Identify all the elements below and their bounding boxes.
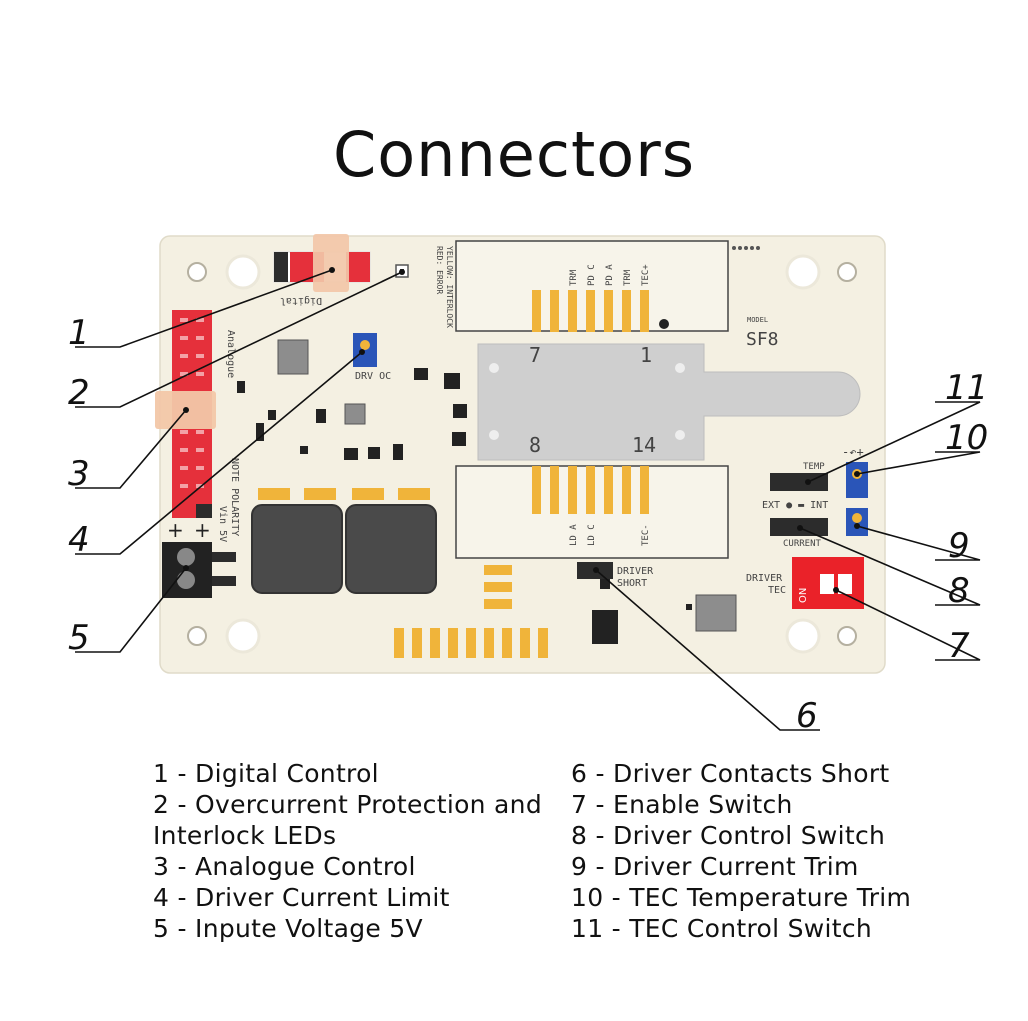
silk-driver-short-1: DRIVER [617, 566, 654, 577]
ic-chip [592, 610, 618, 644]
silk-plus-1: + [167, 518, 184, 542]
trim-pot-drv-oc [353, 333, 377, 367]
bottom-socket-pins [532, 466, 649, 514]
silk-pin-label: PD C [587, 264, 597, 286]
legend-item: 8 - Driver Control Switch [571, 821, 886, 850]
silk-driver-short-2: SHORT [617, 578, 647, 589]
silk-on: ON [798, 588, 809, 603]
silk-temp: TEMP [803, 462, 825, 472]
silk-pin-label: TEC+ [641, 264, 651, 286]
silk-pin-label: TEC- [641, 524, 651, 546]
top-socket-pins [532, 290, 649, 332]
legend-item: 9 - Driver Current Trim [571, 852, 859, 881]
legend-item: 2 - Overcurrent Protection and Interlock… [153, 790, 542, 850]
callout-lines [75, 269, 981, 731]
ic-chip [695, 594, 737, 632]
silk-driver-tec-2: TEC [768, 585, 786, 596]
silk-red: RED: ERROR [435, 246, 444, 294]
ic-chip [344, 403, 366, 425]
silk-pin-label: LD A [569, 524, 579, 546]
callout-1: 1 [68, 313, 90, 353]
silk-pin-label: PD A [605, 264, 615, 286]
silk-digital: Digital [280, 295, 322, 306]
legend-left: 1 - Digital Control 2 - Overcurrent Prot… [153, 758, 553, 944]
callout-10: 10 [945, 418, 988, 458]
callout-11: 11 [945, 368, 988, 408]
callout-2: 2 [68, 373, 90, 413]
silk-vin: Vin 5V [217, 506, 228, 542]
highlight-1 [313, 234, 349, 292]
callout-4: 4 [68, 520, 90, 560]
jumper-temp [770, 473, 828, 491]
silk-note: NOTE POLARITY [229, 458, 240, 536]
model-name: SF8 [746, 329, 779, 350]
page-title: Connectors [332, 118, 696, 191]
callout-8: 8 [948, 571, 970, 611]
silk-yellow: YELLOW: INTERLOCK [445, 246, 454, 328]
silk-ext-int: EXT ● ▬ INT [762, 500, 828, 511]
legend-item: 3 - Analogue Control [153, 852, 416, 881]
model-label: MODEL [747, 316, 768, 324]
inductor [251, 504, 343, 594]
silk-pin-label: TRM [569, 269, 579, 286]
silk-drv-oc: DRV OC [355, 371, 391, 382]
ic-chip [277, 339, 309, 375]
callout-5: 5 [68, 618, 90, 658]
silk-pin-label: LD C [587, 524, 597, 546]
trim-pot-temp [846, 462, 868, 498]
legend-item: 10 - TEC Temperature Trim [571, 883, 912, 912]
mounting-holes [187, 254, 857, 654]
legend-item: 5 - Inpute Voltage 5V [153, 914, 423, 943]
trim-pot-current [846, 508, 868, 536]
callout-9: 9 [948, 526, 970, 566]
top-socket [455, 240, 729, 332]
silk-pin-label: TRM [623, 269, 633, 286]
legend-item: 11 - TEC Control Switch [571, 914, 873, 943]
inductor [345, 504, 437, 594]
silk-trim-sym: -↶+ [842, 445, 864, 459]
silk-pin8: 8 [529, 433, 541, 457]
silk-pin7: 7 [529, 343, 541, 367]
callout-6: 6 [796, 696, 818, 736]
silk-plus-2: + [194, 518, 211, 542]
silk-pin14: 14 [632, 433, 656, 457]
legend-item: 7 - Enable Switch [571, 790, 793, 819]
silk-pin1: 1 [640, 343, 652, 367]
legend-item: 1 - Digital Control [153, 759, 379, 788]
laser-cutout [477, 343, 861, 461]
silk-current: CURRENT [783, 539, 822, 549]
legend-item: 6 - Driver Contacts Short [571, 759, 890, 788]
legend-right: 6 - Driver Contacts Short 7 - Enable Swi… [571, 758, 1011, 944]
legend-item: 4 - Driver Current Limit [153, 883, 450, 912]
callout-3: 3 [68, 454, 90, 494]
silk-driver-tec-1: DRIVER [746, 573, 783, 584]
callout-7: 7 [948, 626, 970, 666]
